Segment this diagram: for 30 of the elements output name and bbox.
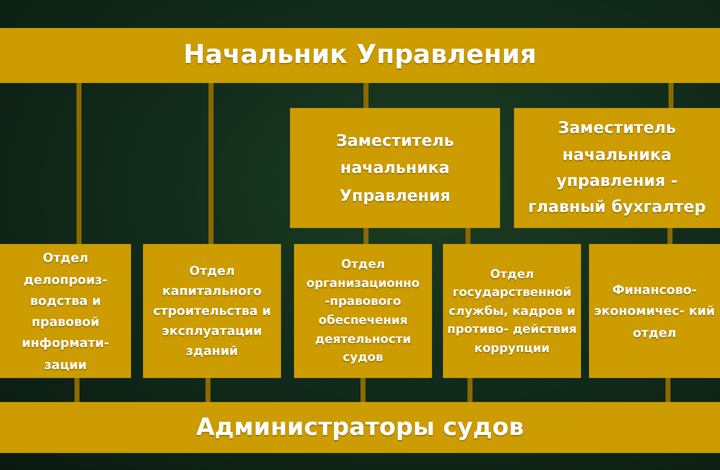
box-label: Отдел делопроиз- водства и правовой информати- зации xyxy=(20,249,110,374)
connector-line xyxy=(468,378,472,402)
box-label: Администраторы судов xyxy=(196,413,524,442)
org-box xyxy=(290,108,500,228)
org-box xyxy=(0,244,131,378)
box-label: Заместитель начальника управления - главный бухгалтер xyxy=(527,117,707,218)
box-label: Заместитель начальника Управления xyxy=(334,130,456,207)
org-box xyxy=(0,402,720,453)
org-box xyxy=(514,108,720,228)
box-label: Отдел капитального строительства и эксплуатации зданий xyxy=(152,262,272,360)
connector-line xyxy=(466,228,470,244)
connector-line xyxy=(208,83,214,244)
org-box xyxy=(443,244,581,378)
box-label: Отдел государственной службы, кадров и противо- действия коррупции xyxy=(447,266,577,357)
connector-line xyxy=(364,228,368,244)
connector-line xyxy=(364,83,368,108)
box-label: Начальник Управления xyxy=(183,40,537,72)
box-label: Отдел организационно -правового обеспечения деятельности судов xyxy=(305,256,421,366)
connector-line xyxy=(206,378,210,402)
org-box xyxy=(143,244,281,378)
connector-line xyxy=(668,83,674,108)
connector-line xyxy=(666,378,670,402)
org-box xyxy=(589,244,720,378)
org-box xyxy=(294,244,432,378)
connector-line xyxy=(360,378,366,402)
box-label: Финансово- экономичес- кий отдел xyxy=(593,281,716,342)
connector-line xyxy=(76,83,82,244)
connector-line xyxy=(74,378,80,402)
org-box xyxy=(0,28,720,83)
connector-line xyxy=(668,228,672,244)
